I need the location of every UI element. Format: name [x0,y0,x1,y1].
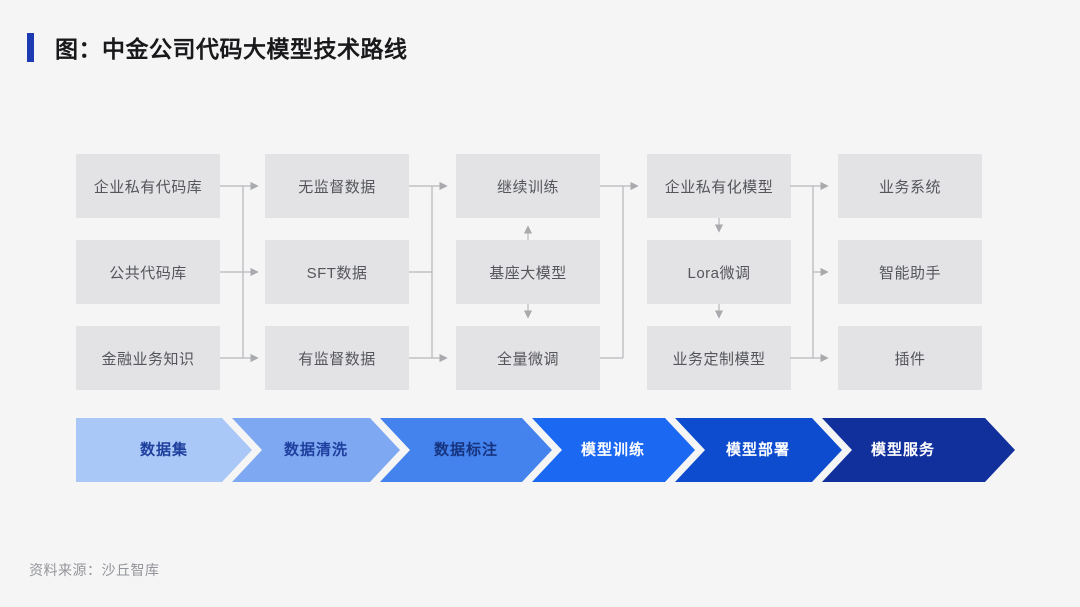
source-note: 资料来源：沙丘智库 [29,562,160,578]
flow-box-unsupervised-data: 无监督数据 [265,154,409,218]
page-title: 图：中金公司代码大模型技术路线 [55,36,408,62]
stage-label-service: 模型服务 [871,441,935,459]
stage-label-training: 模型训练 [581,441,645,459]
flow-box-full-finetune: 全量微调 [456,326,600,390]
figure-header: 图：中金公司代码大模型技术路线 [27,30,408,64]
flow-box-smart-assistant: 智能助手 [838,240,982,304]
stage-chevron-service [822,418,1015,482]
flow-box-private-model: 企业私有化模型 [647,154,791,218]
stage-chevron-training [532,418,695,482]
flow-box-lora-finetune: Lora微调 [647,240,791,304]
flow-box-public-code-repo: 公共代码库 [76,240,220,304]
stage-label-labeling: 数据标注 [434,441,498,459]
stage-label-deployment: 模型部署 [726,441,790,459]
flow-box-continued-training: 继续训练 [456,154,600,218]
flow-box-business-system: 业务系统 [838,154,982,218]
flow-box-finance-knowledge: 金融业务知识 [76,326,220,390]
stage-chevron-bar: 数据集 数据清洗 数据标注 模型训练 模型部署 模型服务 [76,418,1015,482]
flow-box-private-code-repo: 企业私有代码库 [76,154,220,218]
title-accent-bar [27,32,34,62]
stage-chevron-dataset [76,418,252,482]
stage-chevron-deployment [675,418,842,482]
flow-box-base-model: 基座大模型 [456,240,600,304]
flow-box-sft-data: SFT数据 [265,240,409,304]
stage-label-dataset: 数据集 [140,441,188,459]
stage-chevron-labeling [380,418,552,482]
stage-chevron-cleaning [232,418,400,482]
flow-box-supervised-data: 有监督数据 [265,326,409,390]
stage-label-cleaning: 数据清洗 [284,441,348,459]
flow-box-custom-model: 业务定制模型 [647,326,791,390]
flow-box-plugin: 插件 [838,326,982,390]
